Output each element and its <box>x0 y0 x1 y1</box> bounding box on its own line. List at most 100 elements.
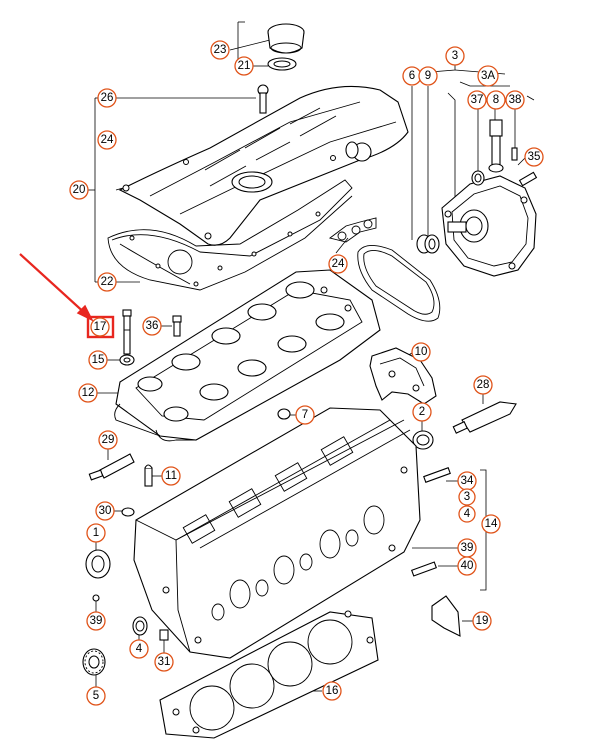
callout-9[interactable]: 9 <box>418 66 438 86</box>
part-vacuum-pump-gasket <box>357 245 441 322</box>
callout-22[interactable]: 22 <box>97 272 117 292</box>
part-bolt-36 <box>172 315 182 337</box>
part-oil-filler-cap <box>267 23 305 71</box>
callout-2[interactable]: 2 <box>412 402 432 422</box>
highlight-arrow <box>19 253 94 322</box>
svg-text:24: 24 <box>332 258 345 270</box>
svg-text:23: 23 <box>214 44 227 56</box>
part-gear-5 <box>82 648 106 676</box>
callout-3-right[interactable]: 3 <box>458 488 476 506</box>
part-o-rings <box>416 234 440 254</box>
callout-12[interactable]: 12 <box>78 383 98 403</box>
svg-text:30: 30 <box>99 505 112 517</box>
callout-24-mid[interactable]: 24 <box>328 254 348 274</box>
callout-10[interactable]: 10 <box>411 342 431 362</box>
callout-3-top[interactable]: 3 <box>445 46 465 66</box>
svg-text:20: 20 <box>73 184 86 196</box>
svg-text:22: 22 <box>101 276 114 288</box>
svg-text:1: 1 <box>93 527 99 539</box>
part-seal-2 <box>412 430 434 450</box>
callout-19[interactable]: 19 <box>472 611 492 631</box>
svg-text:4: 4 <box>136 643 143 655</box>
svg-text:26: 26 <box>101 92 114 104</box>
svg-text:3: 3 <box>452 50 458 62</box>
svg-text:24: 24 <box>101 134 114 146</box>
part-sealant-tube-28 <box>452 401 517 434</box>
part-cylinder-head-cover <box>118 85 409 246</box>
highlight-box-17 <box>86 315 115 339</box>
svg-text:19: 19 <box>476 615 489 627</box>
callout-5[interactable]: 5 <box>86 686 106 706</box>
callout-21[interactable]: 21 <box>234 56 254 76</box>
callout-1[interactable]: 1 <box>86 523 106 543</box>
part-cover-bolt <box>257 84 269 114</box>
svg-text:4: 4 <box>464 508 471 520</box>
svg-text:29: 29 <box>102 434 115 446</box>
callout-8[interactable]: 8 <box>486 90 506 110</box>
svg-text:12: 12 <box>82 387 95 399</box>
callouts: 23 21 3 6 9 3A 37 8 38 26 24 35 20 24 22 <box>69 40 544 706</box>
svg-text:11: 11 <box>165 470 177 482</box>
svg-text:35: 35 <box>528 151 541 163</box>
part-head-gasket-16 <box>159 610 379 739</box>
callout-31[interactable]: 31 <box>154 652 174 672</box>
svg-text:39: 39 <box>90 615 103 627</box>
callout-6[interactable]: 6 <box>402 66 422 86</box>
part-studs <box>410 467 451 577</box>
callout-24-top[interactable]: 24 <box>97 130 117 150</box>
callout-4-left[interactable]: 4 <box>129 639 149 659</box>
svg-text:28: 28 <box>477 379 490 391</box>
callout-11[interactable]: 11 <box>161 466 181 486</box>
part-washer-15 <box>119 354 135 366</box>
part-seal-4-left <box>132 616 148 636</box>
callout-39-right[interactable]: 39 <box>457 538 477 558</box>
callout-35[interactable]: 35 <box>524 147 544 167</box>
callout-34[interactable]: 34 <box>457 471 477 491</box>
callout-3A[interactable]: 3A <box>477 65 499 87</box>
part-pin-11 <box>144 464 153 487</box>
callout-30[interactable]: 30 <box>95 501 115 521</box>
svg-text:6: 6 <box>409 70 415 82</box>
svg-text:5: 5 <box>93 690 99 702</box>
callout-36[interactable]: 36 <box>142 316 162 336</box>
callout-14[interactable]: 14 <box>481 514 501 534</box>
part-camshaft-housing <box>114 269 381 442</box>
svg-text:37: 37 <box>471 94 484 106</box>
part-seal-1 <box>85 549 111 579</box>
svg-text:21: 21 <box>238 60 251 72</box>
callout-29[interactable]: 29 <box>98 430 118 450</box>
part-cover-gasket <box>107 179 353 291</box>
svg-text:2: 2 <box>419 406 425 418</box>
svg-text:31: 31 <box>158 656 171 668</box>
callout-26[interactable]: 26 <box>97 88 117 108</box>
callout-28[interactable]: 28 <box>473 375 493 395</box>
svg-text:34: 34 <box>461 475 474 487</box>
callout-16[interactable]: 16 <box>322 681 342 701</box>
svg-text:8: 8 <box>493 94 499 106</box>
callout-40[interactable]: 40 <box>457 556 477 576</box>
svg-text:14: 14 <box>485 518 498 530</box>
callout-20[interactable]: 20 <box>69 180 89 200</box>
callout-23[interactable]: 23 <box>210 40 230 60</box>
leader-lines <box>88 21 535 692</box>
callout-17[interactable]: 17 <box>90 317 110 337</box>
callout-4-right[interactable]: 4 <box>458 505 476 523</box>
part-ring-30 <box>121 507 135 517</box>
part-small-gasket-set <box>328 217 377 243</box>
svg-text:7: 7 <box>302 409 308 421</box>
part-vacuum-pump <box>441 175 537 277</box>
callout-38[interactable]: 38 <box>505 90 525 110</box>
callout-7[interactable]: 7 <box>295 405 315 425</box>
callout-37[interactable]: 37 <box>467 90 487 110</box>
callout-15[interactable]: 15 <box>88 350 108 370</box>
part-ring-39-left <box>92 594 100 602</box>
svg-text:39: 39 <box>461 542 474 554</box>
svg-text:40: 40 <box>461 560 474 572</box>
svg-text:17: 17 <box>94 321 107 333</box>
part-sealant-tube-29 <box>88 453 135 481</box>
svg-text:3: 3 <box>464 491 470 503</box>
part-sensor <box>471 119 538 187</box>
part-bracket-10 <box>369 347 437 405</box>
svg-text:16: 16 <box>326 685 339 697</box>
callout-39-left[interactable]: 39 <box>86 611 106 631</box>
